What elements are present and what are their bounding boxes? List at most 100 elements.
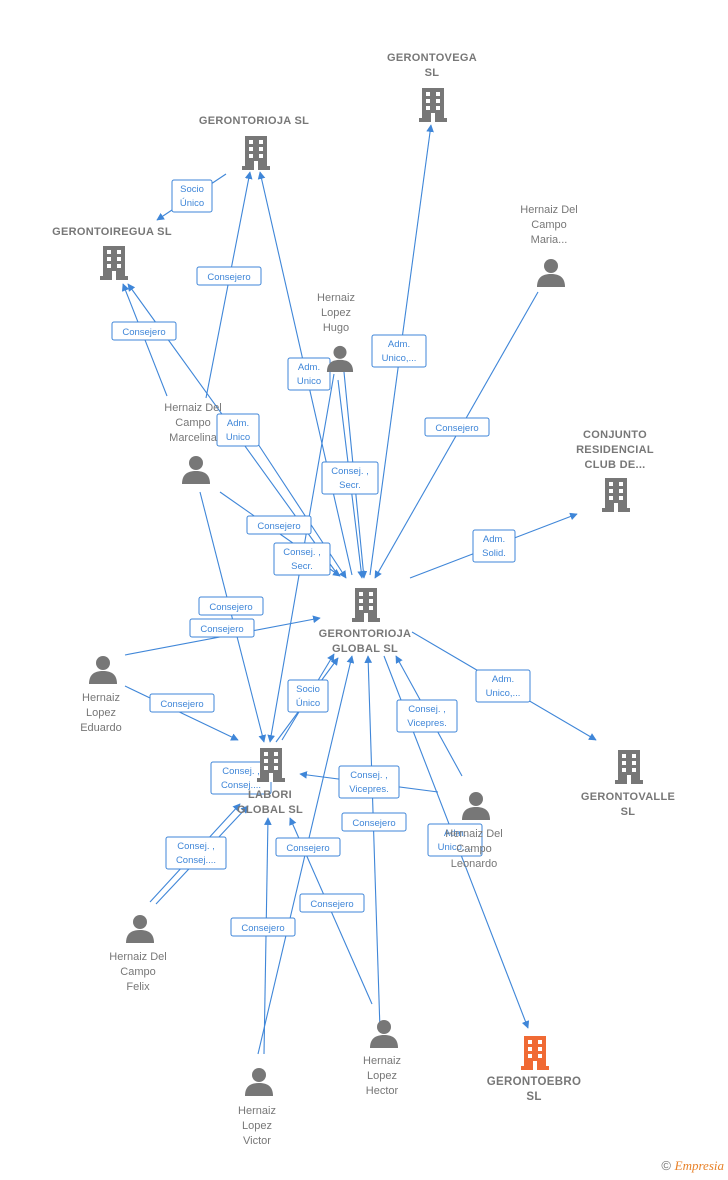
edge-label-consej-vicepres: Consej. , Vicepres.	[396, 699, 458, 733]
node-label: Victor	[243, 1135, 271, 1147]
copyright-symbol: ©	[661, 1158, 672, 1173]
edge-label-line: Consejero	[207, 272, 250, 283]
node-label: Lopez	[367, 1070, 397, 1082]
company-node-gerontovega[interactable]: GERONTOVEGA SL	[387, 52, 477, 122]
edge-label-line: Adm.	[483, 534, 505, 545]
edge-label-line: Adm.	[444, 828, 466, 839]
person-node-hernaiz-maria[interactable]: Hernaiz Del Campo Maria...	[520, 204, 578, 287]
edge-label-consejero: Consejero	[230, 917, 296, 937]
node-label: Leonardo	[451, 858, 498, 870]
person-icon	[182, 456, 210, 484]
node-label: SL	[621, 806, 636, 818]
edge-label-socio-unico: Socio Único	[171, 179, 213, 213]
edge-labels: Socio Único Consejero Consejero Adm. Uni…	[111, 179, 531, 937]
node-label: Campo	[175, 417, 210, 429]
edge-label-line: Único	[296, 698, 320, 709]
edge-label-line: Consejero	[286, 843, 329, 854]
edge-label-adm-unico: Adm. Unico	[287, 357, 331, 391]
company-node-gerontoebro[interactable]: GERONTOEBRO SL	[487, 1036, 581, 1103]
building-icon	[419, 88, 447, 122]
company-node-conjunto-residencial[interactable]: CONJUNTO RESIDENCIAL CLUB DE...	[576, 429, 654, 512]
node-label: GERONTOVALLE	[581, 791, 675, 803]
node-label: Lopez	[321, 307, 351, 319]
node-label: Hernaiz Del	[109, 951, 166, 963]
edge-label-line: Consejero	[257, 521, 300, 532]
node-label: Campo	[120, 966, 155, 978]
edge-label-consejero: Consejero	[196, 266, 262, 286]
node-label: Felix	[126, 981, 150, 993]
person-node-hernaiz-leonardo[interactable]: Hernaiz Del Campo Leonardo	[445, 792, 503, 870]
edge-label-consejero: Consejero	[198, 596, 264, 616]
node-label: Hernaiz	[317, 292, 355, 304]
node-label: GERONTOIREGUA SL	[52, 226, 172, 238]
company-node-gerontorioja[interactable]: GERONTORIOJA SL	[199, 115, 309, 170]
node-label: CONJUNTO	[583, 429, 647, 441]
edge-label-consej-consej: Consej. , Consej....	[210, 761, 272, 795]
edge-label-line: Unico,...	[438, 842, 473, 853]
edge-line	[124, 685, 239, 741]
edge-label-consejero: Consejero	[424, 417, 490, 437]
edge-label-line: Consejero	[310, 899, 353, 910]
person-node-hernaiz-hugo[interactable]: Hernaiz Lopez Hugo	[317, 292, 355, 372]
edge-label-line: Consej. ,	[222, 766, 260, 777]
edge-line	[257, 443, 347, 579]
building-icon	[521, 1036, 549, 1070]
company-node-gerontorioja-global[interactable]: GERONTORIOJA GLOBAL SL	[319, 588, 412, 655]
node-label: Campo	[531, 219, 566, 231]
edge-label-adm-unico: Adm. Unico	[216, 413, 260, 447]
edge-label-line: Adm.	[298, 362, 320, 373]
edge-label-line: Consej. ,	[350, 770, 388, 781]
node-label: CLUB DE...	[584, 459, 645, 471]
company-node-gerontovalle[interactable]: GERONTOVALLE SL	[581, 750, 675, 818]
edge-label-line: Adm.	[388, 339, 410, 350]
company-node-labori-global[interactable]: LABORI GLOBAL SL	[237, 748, 303, 816]
node-label: LABORI	[248, 789, 292, 801]
building-icon	[242, 136, 270, 170]
edge-label-line: Vicepres.	[349, 784, 388, 795]
node-label: Hernaiz	[82, 692, 120, 704]
person-icon	[245, 1068, 273, 1096]
edge-label-line: Unico	[297, 376, 321, 387]
edge-label-socio-unico: Socio Único	[287, 679, 329, 713]
company-node-gerontoiregua[interactable]: GERONTOIREGUA SL	[52, 226, 172, 280]
edge-label-consejero: Consejero	[149, 693, 215, 713]
edge-label-line: Consejero	[241, 923, 284, 934]
person-node-hernaiz-felix[interactable]: Hernaiz Del Campo Felix	[109, 915, 167, 993]
building-icon	[352, 588, 380, 622]
node-label: Hernaiz Del	[164, 402, 221, 414]
building-icon	[602, 478, 630, 512]
nodes: GERONTOVEGA SL GERONTORIOJA SL GERONTOIR…	[52, 52, 675, 1147]
person-node-hernaiz-victor[interactable]: Hernaiz Lopez Victor	[238, 1068, 276, 1147]
edge-label-consejero: Consejero	[111, 321, 177, 341]
node-label: Hernaiz Del	[520, 204, 577, 216]
node-label: Lopez	[86, 707, 116, 719]
edge-label-consejero: Consejero	[275, 837, 341, 857]
node-label: GLOBAL SL	[332, 643, 398, 655]
edge-label-line: Consej. ,	[177, 841, 215, 852]
person-icon	[126, 915, 154, 943]
edge-label-consej-vicepres: Consej. , Vicepres.	[338, 765, 400, 799]
edge-line	[364, 655, 381, 1031]
person-node-hernaiz-marcelina[interactable]: Hernaiz Del Campo Marcelina	[164, 402, 222, 484]
edge-label-line: Consej. ,	[408, 704, 446, 715]
brand-logo[interactable]: Empresia	[674, 1158, 724, 1173]
node-label: GERONTOVEGA	[387, 52, 477, 64]
edge-label-line: Consej....	[176, 855, 216, 866]
building-icon	[100, 246, 128, 280]
edge-label-consejero: Consejero	[246, 515, 312, 535]
edge-label-consejero: Consejero	[189, 618, 255, 638]
edge-label-adm-solid: Adm. Solid.	[472, 529, 516, 563]
person-node-hernaiz-hector[interactable]: Hernaiz Lopez Hector	[363, 1020, 401, 1097]
node-label: GERONTOEBRO	[487, 1076, 581, 1088]
node-label: SL	[425, 67, 440, 79]
edge-label-line: Consejero	[435, 423, 478, 434]
person-node-hernaiz-eduardo[interactable]: Hernaiz Lopez Eduardo	[80, 656, 122, 734]
edge-label-line: Consejero	[209, 602, 252, 613]
node-label: GLOBAL SL	[237, 804, 303, 816]
node-label: Hernaiz Del	[445, 828, 502, 840]
node-label: Hernaiz	[238, 1105, 276, 1117]
node-label: Hector	[366, 1085, 399, 1097]
footer-credit: © Empresia	[661, 1158, 724, 1174]
edge-label-adm-unico: Adm. Unico,...	[427, 823, 483, 857]
